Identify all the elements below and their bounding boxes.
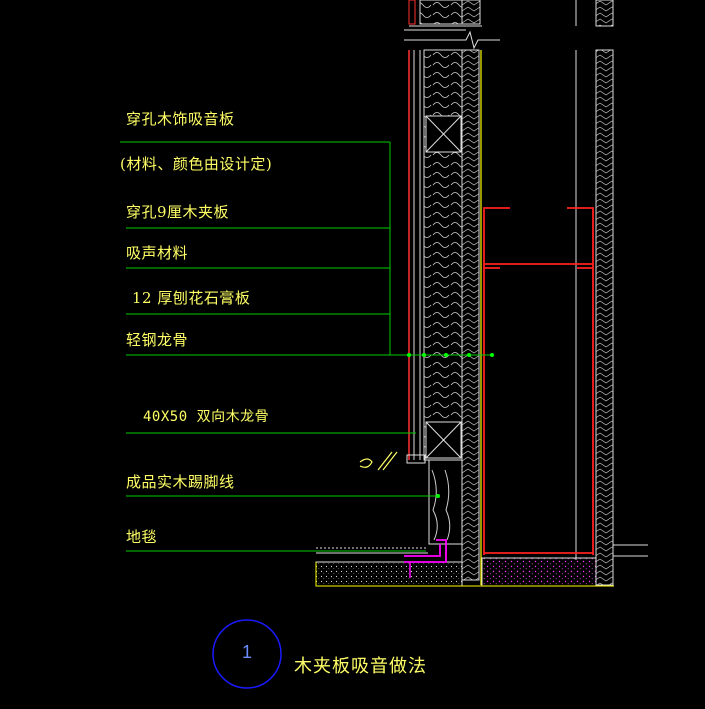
label-skirting: 成品实木踢脚线	[126, 473, 235, 491]
label-plywood: 穿孔9厘木夹板	[126, 203, 230, 221]
detail-title: 木夹板吸音做法	[294, 656, 427, 677]
leader-lines	[120, 141, 492, 552]
light-steel-stud	[483, 207, 594, 555]
wall-right	[575, 49, 648, 586]
detail-number-circle	[212, 619, 282, 689]
wall-top-segment	[408, 0, 614, 27]
leader-dots	[407, 353, 494, 498]
label-gypsum-board: 12 厚刨花石膏板	[132, 289, 251, 307]
wall-main	[406, 49, 482, 585]
label-steel-stud: 轻钢龙骨	[126, 331, 189, 349]
label-carpet: 地毯	[126, 528, 158, 546]
label-wood-keel: 40X50 双向木龙骨	[143, 409, 270, 425]
label-absorptive-material: 吸声材料	[126, 244, 189, 262]
break-marks	[404, 29, 500, 50]
label-perforated-panel: 穿孔木饰吸音板	[126, 110, 235, 128]
detail-number: 1	[241, 642, 252, 662]
carpet	[316, 539, 447, 578]
label-material-note: (材料、颜色由设计定)	[120, 155, 273, 173]
floor-slab	[315, 557, 614, 587]
fastener-symbol	[359, 451, 398, 471]
